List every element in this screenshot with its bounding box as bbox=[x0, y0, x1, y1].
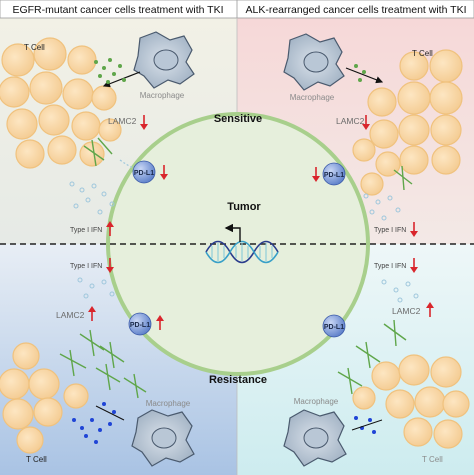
pdl1-bottom-left: PD-L1 bbox=[128, 312, 152, 336]
left-header-title: EGFR-mutant cancer cells treatment with … bbox=[12, 4, 223, 16]
lamc2-down-arrow-top-right bbox=[362, 115, 370, 130]
t-cell-cluster-bottom-right bbox=[352, 354, 470, 449]
t-cell-label-top-right: T Cell bbox=[412, 49, 433, 58]
macrophage-icon-top-left bbox=[133, 31, 195, 89]
t-cell-label-top-left: T Cell bbox=[24, 43, 45, 52]
green-cytokines-top-right bbox=[354, 64, 366, 82]
arrow-macrophage-to-tcell-top-left bbox=[102, 71, 141, 88]
pdl1-label-top-left: PD-L1 bbox=[134, 170, 154, 177]
t-cell-label-bottom-left: T Cell bbox=[26, 455, 47, 464]
lamc2-up-arrow-bottom-right bbox=[426, 302, 434, 317]
macrophage-icon-bottom-right bbox=[283, 409, 347, 467]
ifn-down-arrow-bottom-left bbox=[106, 258, 114, 273]
ifn-up-arrow-top-left bbox=[106, 221, 114, 236]
macrophage-icon-top-right bbox=[283, 33, 345, 91]
t-cell-cluster-bottom-left bbox=[0, 342, 89, 454]
arrow-macrophage-to-tcell-top-right bbox=[345, 67, 384, 84]
ifn-label-top-right: Type I IFN bbox=[374, 227, 406, 234]
blue-cytokines-bottom-right bbox=[354, 416, 376, 434]
tumor-label: Tumor bbox=[227, 201, 261, 213]
tumor-circle bbox=[106, 112, 370, 376]
laminin-bottom-right bbox=[337, 319, 407, 395]
ifn-dots-bottom-left bbox=[77, 277, 115, 299]
lamc2-label-top-right: LAMC2 bbox=[336, 116, 365, 126]
transcription-arrow-icon bbox=[224, 223, 241, 242]
ifn-label-top-left: Type I IFN bbox=[70, 227, 102, 234]
macrophage-icon-bottom-left bbox=[131, 409, 195, 467]
ifn-label-bottom-left: Type I IFN bbox=[70, 263, 102, 270]
lamc2-label-top-left: LAMC2 bbox=[108, 116, 137, 126]
resistance-label: Resistance bbox=[209, 374, 267, 386]
macrophage-label-bottom-right: Macrophage bbox=[294, 397, 339, 406]
t-cell-cluster-top-right bbox=[352, 49, 463, 196]
pdl1-bottom-right: PD-L1 bbox=[322, 314, 346, 338]
ifn-down-arrow-bottom-right bbox=[410, 258, 418, 273]
ifn-dots-top-left bbox=[69, 181, 115, 215]
pdl1-label-bottom-left: PD-L1 bbox=[130, 322, 150, 329]
pdl1-top-right: PD-L1 bbox=[322, 162, 346, 186]
laminin-bottom-left bbox=[59, 329, 147, 399]
lamc2-up-arrow-bottom-left bbox=[88, 306, 96, 321]
pdl1-down-arrow-top-right bbox=[312, 167, 320, 182]
blue-cytokines-bottom-left bbox=[72, 402, 116, 444]
pdl1-up-arrow-bottom-left bbox=[156, 315, 164, 330]
sensitive-label: Sensitive bbox=[214, 113, 262, 125]
lamc2-down-arrow-top-left bbox=[140, 115, 148, 130]
pdl1-label-top-right: PD-L1 bbox=[324, 172, 344, 179]
t-cell-cluster-top-left bbox=[0, 37, 122, 169]
pdl1-down-arrow-top-left bbox=[160, 165, 168, 180]
ifn-dots-top-right bbox=[363, 193, 401, 221]
laminin-top-right bbox=[393, 165, 413, 191]
pdl1-top-left: PD-L1 bbox=[132, 160, 156, 184]
macrophage-label-top-right: Macrophage bbox=[290, 93, 335, 102]
laminin-top-left bbox=[83, 137, 113, 167]
macrophage-label-top-left: Macrophage bbox=[140, 91, 185, 100]
macrophage-label-bottom-left: Macrophage bbox=[146, 399, 191, 408]
ifn-label-bottom-right: Type I IFN bbox=[374, 263, 406, 270]
t-cell-label-bottom-right: T Cell bbox=[422, 455, 443, 464]
lamc2-label-bottom-left: LAMC2 bbox=[56, 310, 85, 320]
right-header-title: ALK-rearranged cancer cells treatment wi… bbox=[246, 4, 467, 16]
pdl1-label-bottom-right: PD-L1 bbox=[324, 324, 344, 331]
ifn-dots-bottom-right bbox=[381, 279, 419, 303]
dna-helix-icon bbox=[205, 240, 279, 264]
lamc2-label-bottom-right: LAMC2 bbox=[392, 306, 421, 316]
green-cytokines-top-left bbox=[94, 58, 126, 84]
ifn-down-arrow-top-right bbox=[410, 222, 418, 237]
